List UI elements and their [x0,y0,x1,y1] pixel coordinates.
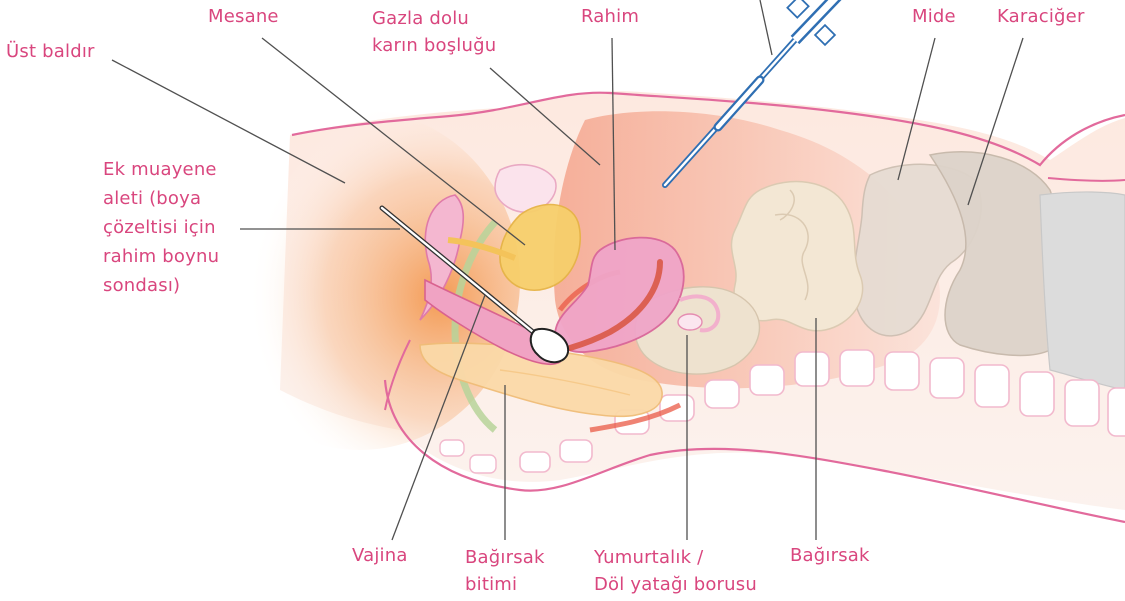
label-bagirsak-bitimi-line1: Bağırsak [465,544,545,571]
leader-laparoscope [760,0,772,55]
label-bagirsak-bitimi: Bağırsak bitimi [465,544,545,598]
label-yumurtalik-line1: Yumurtalık / [594,544,757,571]
label-ust-baldir: Üst baldır [6,40,95,64]
label-ek-muayene-line4: rahim boynu [103,242,219,271]
label-ek-muayene-line3: çözeltisi için [103,213,219,242]
label-yumurtalik: Yumurtalık / Döl yatağı borusu [594,544,757,598]
label-vajina: Vajina [352,544,408,568]
label-ek-muayene: Ek muayene aleti (boya çözeltisi için ra… [103,155,219,300]
ovary-shape [678,314,702,330]
label-rahim: Rahim [581,5,639,29]
label-ek-muayene-line2: aleti (boya [103,184,219,213]
label-bagirsak-bitimi-line2: bitimi [465,571,545,598]
label-ek-muayene-line1: Ek muayene [103,155,219,184]
label-bagirsak: Bağırsak [790,544,870,568]
label-gazla-dolu-line1: Gazla dolu [372,5,496,32]
label-yumurtalik-line2: Döl yatağı borusu [594,571,757,598]
label-mesane: Mesane [208,5,279,29]
label-gazla-dolu-line2: karın boşluğu [372,32,496,59]
right-organ-shape [1040,192,1125,390]
label-ek-muayene-line5: sondası) [103,271,219,300]
label-mide: Mide [912,5,956,29]
label-gazla-dolu: Gazla dolu karın boşluğu [372,5,496,59]
label-karaciger: Karaciğer [997,5,1085,29]
